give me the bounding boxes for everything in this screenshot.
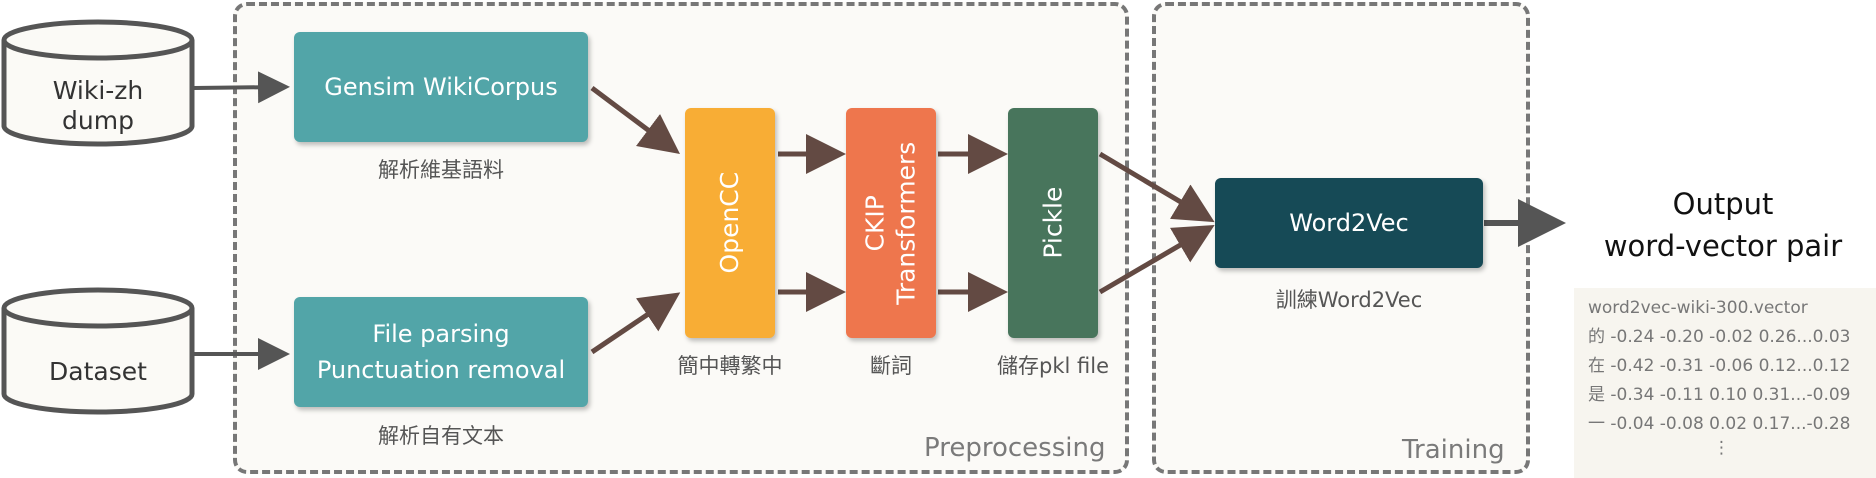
output-title: Output word-vector pair xyxy=(1570,183,1876,267)
arrow-pickle-to-word2vec-top xyxy=(1098,151,1215,223)
pickle-caption: 儲存pkl file xyxy=(997,354,1109,378)
ckip-line2: Transformers xyxy=(892,141,922,305)
word2vec-node: Word2Vec xyxy=(1215,178,1483,268)
ckip-caption: 斷詞 xyxy=(870,354,912,378)
vector-file-name: word2vec-wiki-300.vector xyxy=(1588,298,1808,318)
word2vec-label: Word2Vec xyxy=(1289,209,1409,237)
gensim-caption: 解析維基語料 xyxy=(378,158,504,182)
wiki-dump-line1: Wiki-zh xyxy=(52,76,144,105)
training-label: Training xyxy=(1402,435,1505,465)
wiki-dump-label: Wiki-zh dump xyxy=(4,76,192,136)
file-parsing-caption: 解析自有文本 xyxy=(378,424,504,448)
vector-row: 在 -0.42 -0.31 -0.06 0.12...0.12 xyxy=(1588,356,1851,376)
file-parsing-node: File parsing Punctuation removal xyxy=(294,297,588,407)
output-title-line2: word-vector pair xyxy=(1603,229,1843,263)
file-parsing-line1: File parsing xyxy=(372,320,510,348)
arrow-fileparsing-to-opencc xyxy=(590,292,681,355)
vector-ellipsis: ⋮ xyxy=(1713,438,1730,458)
vector-file-preview: word2vec-wiki-300.vector 的 -0.24 -0.20 -… xyxy=(1574,288,1876,478)
dataset-label: Dataset xyxy=(49,357,147,386)
opencc-caption: 簡中轉繁中 xyxy=(677,354,783,378)
opencc-node: OpenCC xyxy=(685,108,775,338)
pickle-label: Pickle xyxy=(1038,186,1068,260)
file-parsing-line2: Punctuation removal xyxy=(316,356,566,384)
vector-row: 的 -0.24 -0.20 -0.02 0.26...0.03 xyxy=(1588,327,1851,347)
wiki-dump-line2: dump xyxy=(62,106,134,135)
ckip-label: CKIP Transformers xyxy=(860,141,923,304)
pickle-node: Pickle xyxy=(1008,108,1098,338)
gensim-label: Gensim WikiCorpus xyxy=(324,73,558,101)
ckip-transformers-node: CKIP Transformers xyxy=(846,108,936,338)
ckip-line1: CKIP xyxy=(860,194,890,252)
arrow-gensim-to-opencc xyxy=(590,86,680,154)
opencc-label: OpenCC xyxy=(715,172,745,274)
arrow-wiki-to-gensim xyxy=(193,71,290,104)
vector-row: 一 -0.04 -0.08 0.02 0.17...-0.28 xyxy=(1588,414,1851,434)
preprocessing-label: Preprocessing xyxy=(924,433,1106,463)
dataset-cylinder xyxy=(1,287,195,415)
arrow-pickle-to-word2vec-bottom xyxy=(1098,224,1215,295)
gensim-wikicorpus-node: Gensim WikiCorpus xyxy=(294,32,588,142)
word2vec-caption: 訓練Word2Vec xyxy=(1275,288,1423,312)
wiki-dump-cylinder xyxy=(1,19,195,147)
vector-row: 是 -0.34 -0.11 0.10 0.31...-0.09 xyxy=(1588,385,1851,405)
output-title-line1: Output xyxy=(1672,187,1774,221)
